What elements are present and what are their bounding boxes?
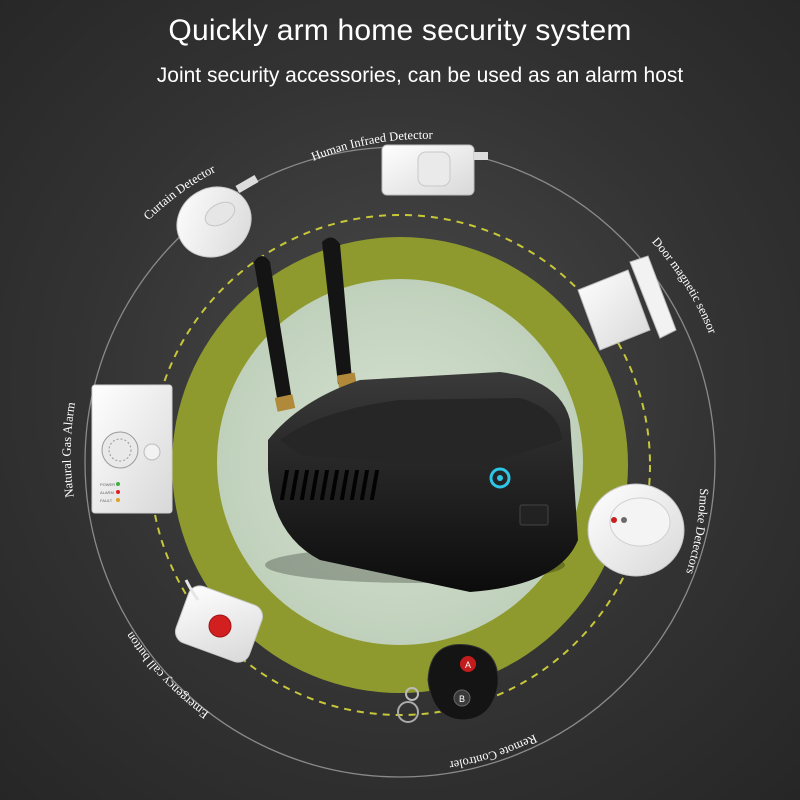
label-smoke-detectors: Smoke Detectors xyxy=(683,488,711,576)
remote-control-icon xyxy=(397,643,499,723)
label-remote-controller: Remote Controler xyxy=(448,732,540,773)
curtain-detector-icon xyxy=(176,175,259,258)
smoke-detector-icon xyxy=(587,483,685,577)
gas-alarm-icon xyxy=(91,384,173,514)
remote-button-a: A xyxy=(465,660,471,670)
door-sensor-icon xyxy=(577,255,677,351)
page-subtitle: Joint security accessories, can be used … xyxy=(156,64,684,87)
page-title: Quickly arm home security system xyxy=(168,14,632,47)
label-natural-gas-alarm: Natural Gas Alarm xyxy=(60,401,78,499)
emergency-button-icon xyxy=(174,579,264,663)
antenna-icon xyxy=(254,237,358,412)
remote-button-b: B xyxy=(459,694,465,704)
gas-led-fault: FAULT xyxy=(100,498,113,503)
alarm-hub-device xyxy=(254,237,578,592)
pir-detector-icon xyxy=(381,144,488,196)
hub-logo-icon xyxy=(489,467,511,489)
gas-led-power: POWER xyxy=(100,482,115,487)
gas-led-alarm: ALARM xyxy=(100,490,114,495)
